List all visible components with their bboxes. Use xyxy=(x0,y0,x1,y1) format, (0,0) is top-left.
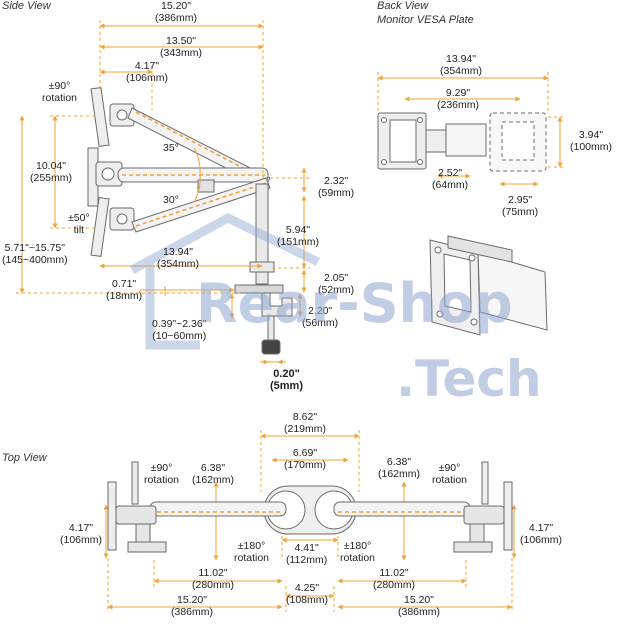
top-dim-15-20-left: 15.20"(386mm) xyxy=(171,594,214,618)
side-dim-2-32: 2.32"(59mm) xyxy=(318,175,355,199)
side-reach-13-50: 13.50"(343mm) xyxy=(160,35,203,59)
back-view-vesa-plate xyxy=(377,112,547,172)
side-view-arms xyxy=(117,107,271,233)
side-tilt-label: ±50°tilt xyxy=(68,212,90,236)
watermark-text-2: .Tech xyxy=(396,350,542,408)
top-dim-6-38-left: 6.38"(162mm) xyxy=(192,462,235,486)
side-height-range: 5.71"~15.75"(145~400mm) xyxy=(2,242,68,266)
side-rotation-label: ±90°rotation xyxy=(42,80,78,104)
side-dim-13-94: 13.94"(354mm) xyxy=(157,246,200,270)
top-pivot-left: ±180°rotation xyxy=(234,540,270,564)
side-angle-35: 35° xyxy=(163,142,179,154)
top-dim-11-02-right: 11.02"(280mm) xyxy=(373,567,416,591)
back-dim-13-94: 13.94"(354mm) xyxy=(440,53,483,77)
side-dim-5-94: 5.94"(151mm) xyxy=(277,224,320,248)
top-view-dimensions-lower xyxy=(107,558,513,612)
top-rotation-right: ±90°rotation xyxy=(432,462,468,486)
top-dim-15-20-right: 15.20"(386mm) xyxy=(398,594,441,618)
top-dim-4-17-left: 4.17"(106mm) xyxy=(60,522,103,546)
side-dim-0-71: 0.71"(18mm) xyxy=(106,278,143,302)
top-view-title: Top View xyxy=(2,452,47,464)
top-dim-6-69: 6.69"(170mm) xyxy=(284,447,327,471)
side-offset-4-17: 4.17"(106mm) xyxy=(126,60,169,84)
back-dim-2-95: 2.95"(75mm) xyxy=(502,194,539,218)
side-view-monitors xyxy=(87,87,135,257)
top-dim-11-02-left: 11.02"(280mm) xyxy=(192,567,235,591)
side-view-dimensions xyxy=(16,20,310,365)
watermark-house-icon xyxy=(129,212,320,350)
back-dim-3-94: 3.94"(100mm) xyxy=(570,129,613,153)
side-view-title: Side View xyxy=(2,0,51,12)
back-view-title: Back View xyxy=(377,0,429,12)
back-view-subtitle: Monitor VESA Plate xyxy=(377,14,474,26)
side-clamp-range: 0.39"~2.36"(10~60mm) xyxy=(152,318,207,342)
back-dim-9-29: 9.29"(236mm) xyxy=(437,87,480,111)
top-view-arms xyxy=(107,461,513,553)
top-pivot-right: ±180°rotation xyxy=(340,540,376,564)
back-view-dimensions xyxy=(377,72,566,187)
back-view-3d-plate xyxy=(429,235,548,336)
top-dim-4-41: 4.41"(112mm) xyxy=(286,542,328,566)
top-dim-6-38-right: 6.38"(162mm) xyxy=(378,456,421,480)
watermark-text: Rear-Shop xyxy=(196,272,513,335)
side-height-10-04: 10.04"(255mm) xyxy=(30,160,73,184)
back-dim-2-52: 2.52"(64mm) xyxy=(432,167,469,191)
side-dim-2-20: 2.20"(56mm) xyxy=(302,305,339,329)
side-dim-0-20: 0.20"(5mm) xyxy=(270,368,304,392)
side-dim-2-05: 2.05"(52mm) xyxy=(318,272,355,296)
top-dim-4-25: 4.25"(108mm) xyxy=(286,582,329,606)
top-dim-4-17-right: 4.17"(106mm) xyxy=(520,522,563,546)
top-dim-8-62: 8.62"(219mm) xyxy=(284,411,327,435)
side-angle-30: 30° xyxy=(163,194,179,206)
top-view-dimensions-upper xyxy=(103,430,517,561)
side-width-15-20: 15.20"(386mm) xyxy=(155,0,198,24)
top-rotation-left: ±90°rotation xyxy=(144,462,180,486)
